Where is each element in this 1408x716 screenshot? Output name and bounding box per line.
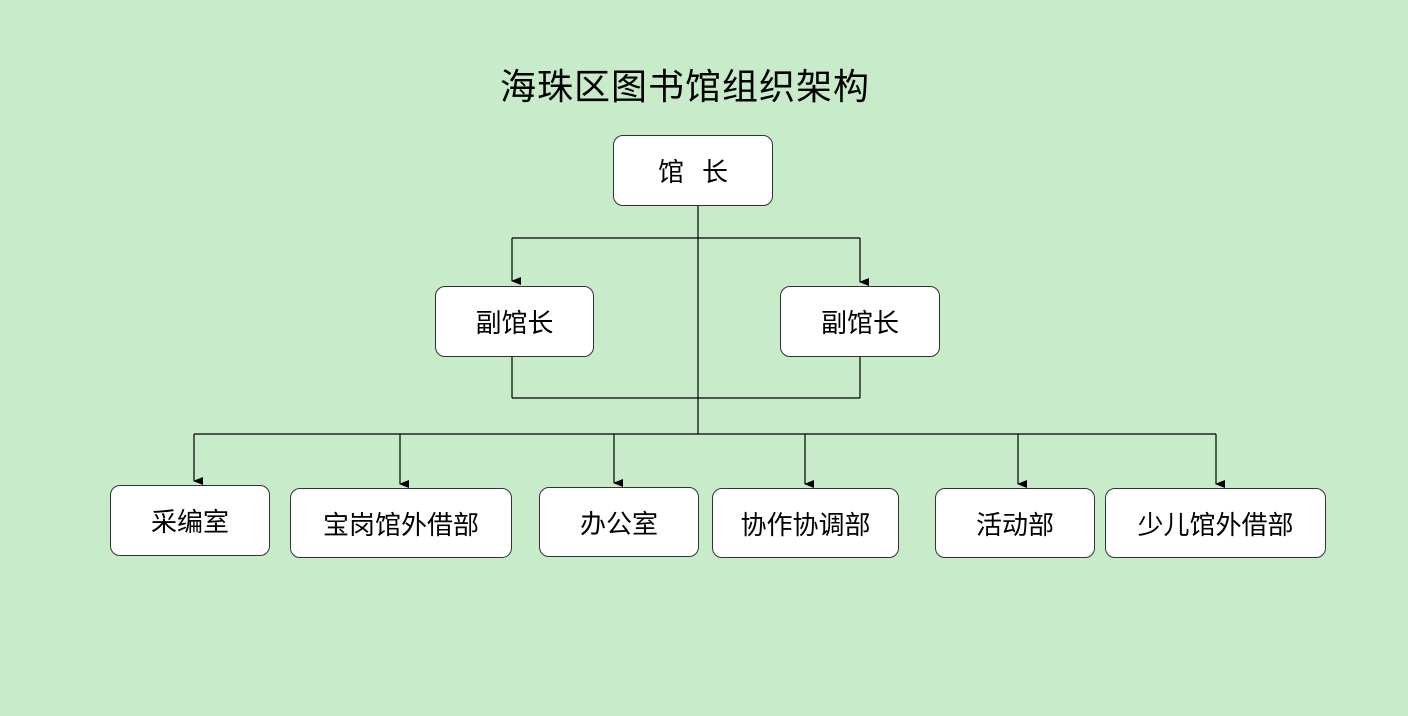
department-box-coordination: 协作协调部	[712, 488, 899, 558]
deputy-director-box-1: 副馆长	[435, 286, 594, 357]
director-box: 馆长	[613, 135, 773, 206]
department-box-baogang-lending: 宝岗馆外借部	[290, 488, 512, 558]
deputy-director-box-2: 副馆长	[780, 286, 940, 357]
department-box-office: 办公室	[539, 487, 699, 557]
chart-title: 海珠区图书馆组织架构	[499, 67, 870, 108]
department-box-activities: 活动部	[935, 488, 1095, 558]
department-box-acquisition: 采编室	[110, 485, 270, 556]
department-box-children-lending: 少儿馆外借部	[1105, 488, 1326, 558]
